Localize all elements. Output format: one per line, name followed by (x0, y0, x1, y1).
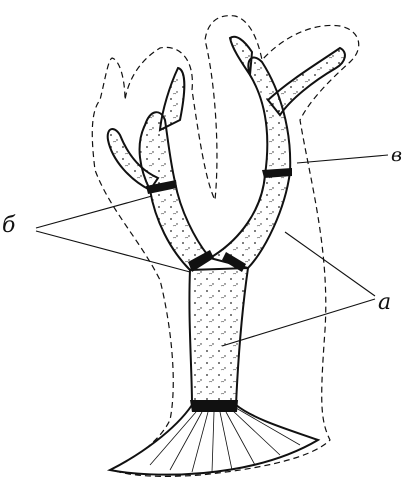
hair-body (108, 37, 345, 405)
trunk (189, 268, 248, 405)
label-b: б (2, 215, 15, 237)
left-fork-sprout (160, 68, 184, 130)
label-v: в (391, 146, 402, 165)
right-branch (210, 172, 290, 268)
leader-a-upper (285, 232, 375, 296)
leader-a-lower (222, 299, 375, 346)
septum-base (190, 400, 238, 412)
right-sprout-left (230, 37, 252, 75)
leader-v (297, 155, 388, 163)
right-upper-branch (248, 58, 290, 175)
leader-b-upper (36, 196, 152, 228)
right-sprout-right (268, 48, 345, 115)
label-a: а (378, 292, 391, 314)
